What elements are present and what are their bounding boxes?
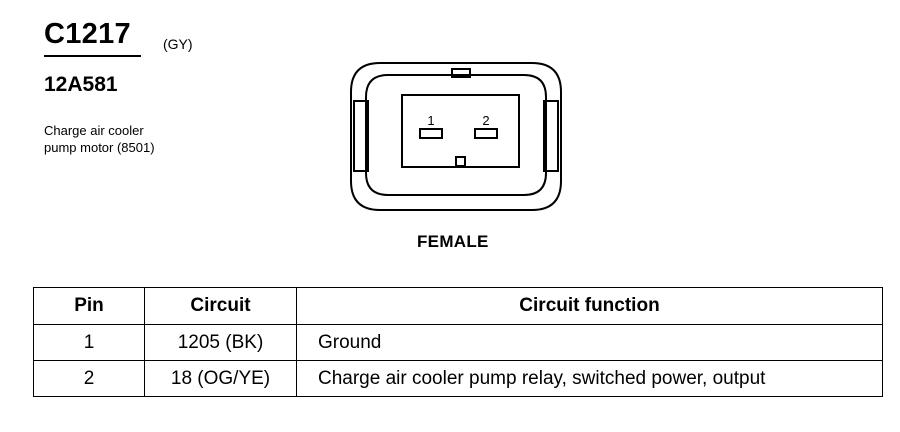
cell-pin: 2 [33,360,145,397]
pinout-table: Pin Circuit Circuit function 1 1205 (BK)… [33,287,883,397]
table-row: 2 18 (OG/YE) Charge air cooler pump rela… [33,360,883,397]
cell-circuit: 1205 (BK) [144,324,297,361]
pin-2-terminal [474,128,498,139]
table-header-row: Pin Circuit Circuit function [33,287,883,325]
cell-pin: 1 [33,324,145,361]
cell-circuit: 18 (OG/YE) [144,360,297,397]
header-circuit-function: Circuit function [296,287,883,325]
pin-1-terminal [419,128,443,139]
locking-tab [451,68,471,78]
description-line: pump motor (8501) [44,140,155,155]
key-notch [455,156,466,167]
part-number: 12A581 [44,73,118,96]
description-line: Charge air cooler [44,123,144,138]
right-guide-rail [543,100,559,172]
connector-face-diagram: 1 2 [350,62,562,211]
table-row: 1 1205 (BK) Ground [33,324,883,361]
connector-outer-shell [350,62,562,211]
connector-color-code: (GY) [163,36,193,52]
left-guide-rail [353,100,369,172]
cell-function: Charge air cooler pump relay, switched p… [296,360,883,397]
title-underline [44,55,141,57]
component-description: Charge air cooler pump motor (8501) [44,122,234,156]
pin-2-label: 2 [482,113,489,128]
connector-gender-label: FEMALE [417,232,489,251]
connector-inner-shell [365,74,547,196]
pin-1-label: 1 [427,113,434,128]
connector-id: C1217 [44,18,131,50]
header-circuit: Circuit [144,287,297,325]
cell-function: Ground [296,324,883,361]
header-pin: Pin [33,287,145,325]
